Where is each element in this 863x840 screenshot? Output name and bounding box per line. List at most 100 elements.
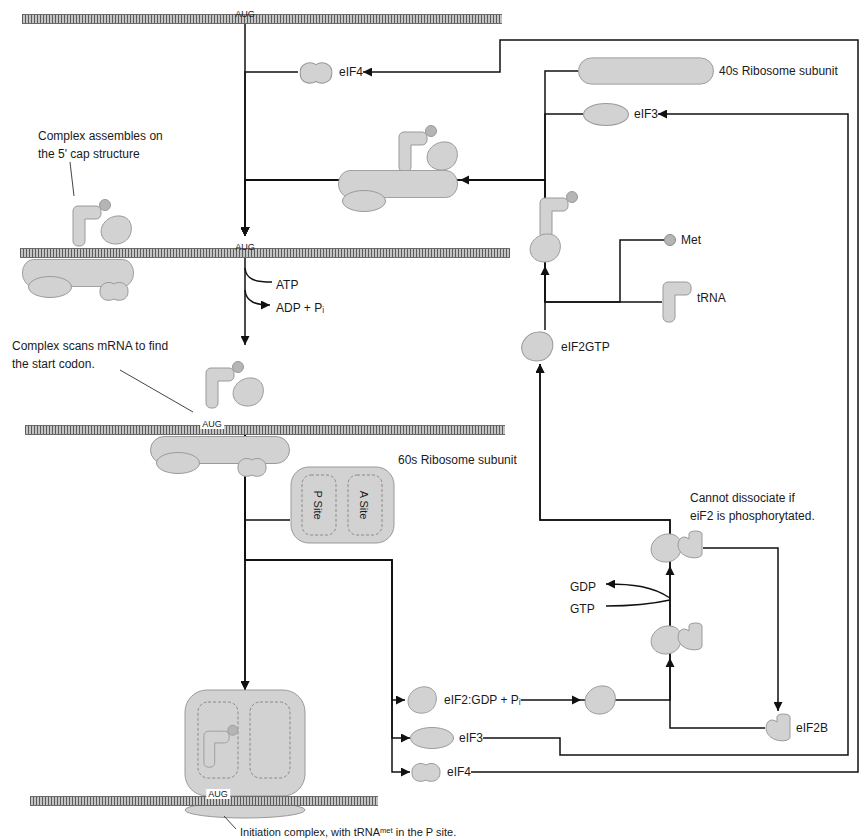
arrow-head	[666, 658, 675, 667]
label-box: GDP	[570, 577, 596, 595]
flow-arrow	[245, 114, 583, 236]
label-box: ATP	[276, 275, 298, 293]
mrna-strand: AUG	[30, 690, 378, 806]
note-text: Cannot dissociate if eiF2 is phosphoryta…	[690, 491, 815, 523]
factor-protein: eIF4	[410, 761, 471, 783]
illustration-part	[585, 686, 615, 714]
branch-arrow	[245, 268, 272, 282]
factor-protein-shape	[300, 62, 332, 82]
ribosome-body	[291, 467, 394, 543]
ribosome-subunit-shape	[578, 58, 713, 84]
ribosome-label-box: P Site	[310, 490, 328, 519]
illustration-part	[427, 142, 457, 170]
leader-line	[224, 816, 236, 829]
arrow-head	[572, 696, 581, 705]
factor-label: tRNA	[697, 291, 726, 305]
mrna-band	[20, 248, 510, 258]
factor-protein: eIF3	[583, 103, 658, 126]
factor-protein-shape	[584, 103, 629, 125]
illustration-part	[651, 534, 681, 562]
illustration-part	[29, 277, 72, 298]
factor-protein: eIF2GTP	[518, 330, 610, 364]
codon-label: AUG	[200, 419, 224, 429]
scanning-complex	[151, 362, 290, 477]
codon-label: AUG	[235, 242, 255, 252]
illustration-part	[233, 378, 263, 406]
illustration-part	[530, 234, 560, 262]
reactant-label: GTP	[570, 602, 595, 616]
label-box: ADP + Pᵢ	[276, 298, 324, 316]
caption-text: Initiation complex, with tRNAᵐᵉᵗ in the …	[240, 826, 456, 838]
label-box: Complex scans mRNA to find the start cod…	[12, 336, 182, 372]
factor-protein: eIF2B	[765, 713, 828, 743]
label-box: Initiation complex, with tRNAᵐᵉᵗ in the …	[240, 822, 456, 840]
amino-acid-shape	[665, 235, 676, 246]
mrna-band	[30, 796, 378, 806]
mrna-band	[25, 425, 505, 435]
flow-arrow	[245, 435, 405, 700]
site-label: P Site	[312, 490, 324, 519]
factor-protein-shape	[766, 714, 790, 741]
illustration-part	[204, 725, 238, 767]
transfer-rna-shape	[663, 282, 691, 322]
illustration-part	[198, 702, 238, 778]
ribosome-subunit-shape	[578, 57, 714, 85]
factor-label: eIF4	[339, 65, 363, 79]
free-complex	[338, 126, 457, 212]
mrna-band	[22, 14, 502, 24]
illustration-part	[101, 216, 131, 244]
codon-label: AUG	[235, 9, 255, 19]
factor-protein: eIF4	[298, 60, 363, 85]
recycling-complex	[585, 531, 702, 714]
flow-arrow	[245, 72, 298, 236]
factor-protein-shape	[410, 761, 442, 783]
release-arrow	[703, 548, 778, 711]
flow-arrow	[245, 520, 290, 690]
factor-protein-shape	[765, 713, 791, 743]
factor-label: 40s Ribosome subunit	[719, 64, 838, 78]
mrna-strand: AUG	[20, 236, 510, 258]
arrow-head	[541, 266, 550, 275]
illustration-part	[238, 458, 266, 476]
codon-label-box: AUG	[206, 783, 230, 801]
mrna-strand: AUG	[22, 3, 502, 24]
illustration-part	[157, 453, 200, 474]
factor-protein-shape	[522, 332, 553, 361]
illustration-part	[540, 192, 578, 239]
reactant-label: ATP	[276, 278, 298, 292]
illustration-part	[185, 690, 305, 796]
factor-protein-shape	[405, 685, 439, 716]
label-box: Cannot dissociate if eiF2 is phosphoryta…	[690, 488, 818, 524]
factor-label: eIF4	[447, 765, 471, 779]
illustration-part	[678, 531, 702, 558]
product-label: ADP + Pᵢ	[276, 301, 324, 315]
illustration-part	[100, 282, 128, 300]
factor-protein-shape	[583, 103, 629, 126]
amino-acid-shape	[664, 234, 676, 246]
mrna-strand: AUG	[25, 345, 505, 435]
codon-label-box: AUG	[200, 413, 224, 431]
flow-arrow	[245, 180, 662, 302]
codon-label-box: AUG	[235, 236, 255, 254]
flow-arrow	[483, 114, 848, 755]
factor-protein-shape	[411, 728, 454, 749]
factor-protein-shape	[408, 686, 436, 712]
ribosome-shape	[290, 466, 395, 544]
illustration-part	[651, 626, 681, 654]
factor-label: eIF2GTP	[561, 340, 610, 354]
ternary-complex	[530, 192, 577, 263]
illustration-part	[343, 191, 386, 212]
product-label: GDP	[570, 580, 596, 594]
label-box: GTP	[570, 599, 595, 617]
factor-label: eIF3	[459, 731, 483, 745]
amino-acid: Met	[664, 233, 701, 247]
arrow-head	[666, 566, 675, 575]
codon-label: AUG	[206, 789, 230, 799]
branch-arrow	[245, 290, 270, 305]
callout-text: Complex assembles on the 5' cap structur…	[38, 129, 163, 161]
flow-arrow	[363, 40, 858, 772]
ribosome-label-box: A Site	[356, 491, 374, 520]
leader-line	[120, 370, 193, 412]
